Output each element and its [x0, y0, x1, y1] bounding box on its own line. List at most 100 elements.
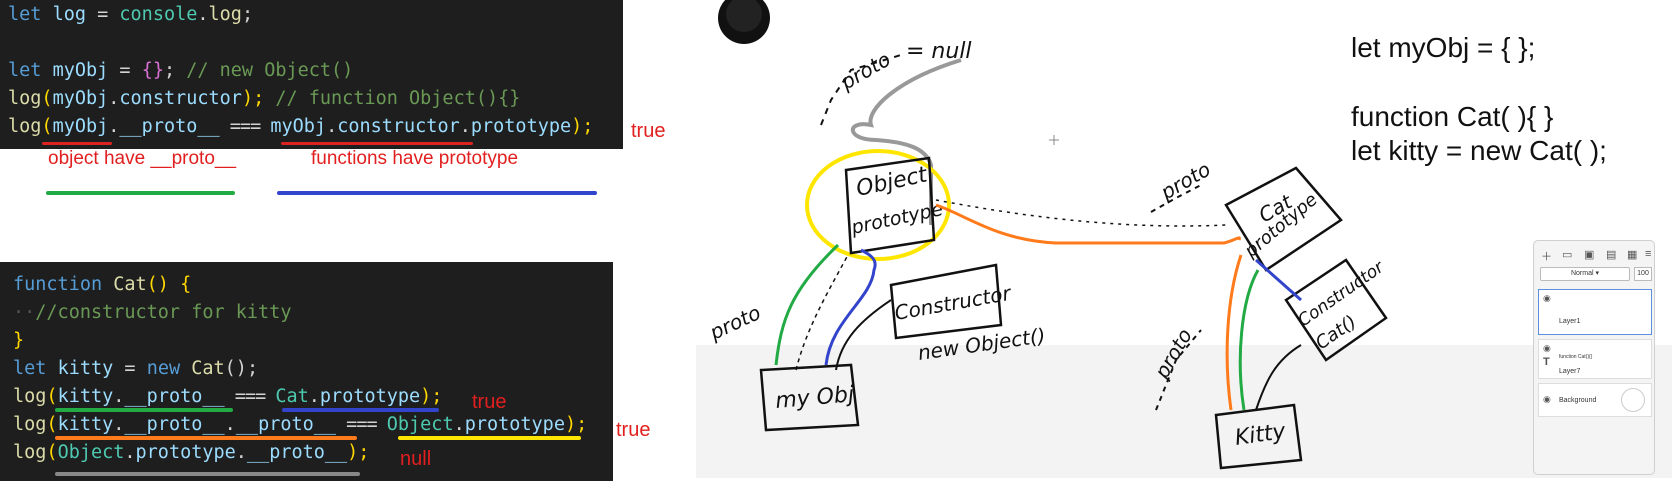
result-label: true [472, 391, 507, 413]
null-label: = null [906, 39, 972, 64]
comment: // new Object() [175, 60, 354, 81]
code-line-1: let log = console.log; [8, 2, 253, 28]
punct: ; [163, 60, 176, 81]
code-line-5: log(kitty.__proto__ === Cat.prototype); [13, 384, 442, 410]
keyword: function [13, 274, 103, 295]
identifier: __proto__ [124, 414, 225, 435]
indent-guide: ·· [13, 302, 36, 323]
null-arrow [850, 58, 962, 225]
opacity-field[interactable]: 100 [1634, 267, 1652, 281]
folder-icon[interactable]: ▭ [1562, 249, 1573, 261]
function-call: log [8, 116, 42, 137]
punct: . [453, 414, 465, 435]
punct: . [108, 116, 120, 137]
cat-prototype-box [1224, 166, 1343, 272]
identifier: __proto__ [235, 414, 337, 435]
code-line-3: log(myObj.constructor); // function Obje… [8, 86, 520, 112]
identifier: myObj [52, 116, 109, 137]
punct: . [308, 386, 320, 407]
operator: = [85, 4, 120, 25]
layer-item-text[interactable]: ◉ T function Cat(){} Layer7 [1538, 339, 1652, 379]
blend-mode-select[interactable]: Normal ▾ [1540, 267, 1630, 281]
identifier: Object [386, 414, 454, 435]
proto-label: proto [1149, 324, 1197, 383]
punct: (); [224, 358, 259, 379]
punct: ( [46, 386, 58, 407]
blue-proto-line [824, 248, 877, 366]
crosshair-icon [1049, 135, 1059, 145]
merge-icon[interactable]: ▤ [1606, 249, 1617, 261]
object-prototype-box [844, 156, 936, 255]
punct: . [108, 88, 120, 109]
punct: ); [571, 116, 594, 137]
object-note: object have __proto__ [48, 148, 237, 169]
drawing-code-line: let myObj = { }; [1351, 32, 1536, 63]
punct: ( [46, 414, 58, 435]
green-proto-line [774, 243, 840, 366]
punct: ); [347, 442, 370, 463]
identifier: __proto__ [246, 442, 348, 463]
code-line-2: let myObj = {}; // new Object() [8, 58, 353, 84]
identifier: __proto__ [124, 386, 225, 407]
layer-name: Layer7 [1559, 368, 1581, 375]
identifier: prototype [464, 414, 565, 435]
punct: {} [141, 60, 164, 81]
green-kitty-line [1238, 269, 1260, 411]
highlight-circle [805, 149, 951, 261]
identifier: kitty [57, 386, 114, 407]
identifier: log [52, 4, 86, 25]
punct: () [146, 274, 181, 295]
punct: . [224, 414, 236, 435]
underline-green [46, 191, 235, 195]
layer-item-background[interactable]: ◉ Background [1538, 383, 1652, 417]
proto-label: proto [836, 47, 895, 95]
new-object-label: new Object() [916, 323, 1047, 365]
result-label: true [631, 120, 666, 142]
identifier: log [208, 4, 242, 25]
function-call: log [8, 88, 42, 109]
drawing-code-line: function Cat( ){ } [1351, 101, 1554, 132]
background-swatch[interactable] [1621, 388, 1645, 412]
myobj-box [759, 363, 860, 432]
underline-green [55, 408, 233, 412]
cat-constructor-box [1284, 258, 1388, 362]
identifier: Object [57, 442, 125, 463]
eye-icon[interactable]: ◉ [1543, 394, 1551, 404]
keyword: let [8, 60, 42, 81]
save-icon[interactable]: ▦ [1627, 249, 1638, 261]
eye-icon[interactable]: ◉ [1543, 343, 1551, 353]
identifier: kitty [57, 414, 114, 435]
identifier: prototype [470, 116, 572, 137]
underline-yellow [398, 436, 581, 440]
punct: . [235, 442, 247, 463]
orange-proto-line [935, 203, 1241, 245]
punct: . [197, 4, 209, 25]
identifier: constructor [119, 88, 242, 109]
identifier: myObj [270, 116, 327, 137]
drawing-code-line: let kitty = new Cat( ); [1351, 135, 1607, 166]
layer-item-layer1[interactable]: ◉ Layer1 [1538, 289, 1652, 335]
comment: //constructor for kitty [35, 302, 292, 323]
layer-name: function Cat(){} [1559, 354, 1593, 360]
operator: === [219, 116, 271, 137]
punct: ); [241, 88, 265, 109]
proto-label: proto [705, 300, 764, 345]
punct: ); [564, 414, 588, 435]
eye-icon[interactable]: ◉ [1543, 293, 1551, 303]
punct: . [113, 414, 125, 435]
layer-name: Layer1 [1559, 318, 1581, 325]
identifier: myObj [52, 60, 109, 81]
code-line-3: } [13, 328, 24, 354]
image-icon[interactable]: ▣ [1584, 249, 1595, 261]
punct: . [326, 116, 338, 137]
punct: { [180, 274, 192, 295]
punct: ( [41, 88, 53, 109]
object-prototype-label: prototype [848, 198, 945, 239]
canvas-shade [696, 345, 1672, 478]
add-layer-icon[interactable]: ＋ [1541, 251, 1552, 263]
function-note: functions have prototype [311, 148, 519, 169]
blend-mode-value: Normal [1570, 270, 1594, 277]
function-call: log [13, 442, 47, 463]
more-icon[interactable]: ≡ [1645, 248, 1652, 260]
identifier: Cat [275, 386, 309, 407]
